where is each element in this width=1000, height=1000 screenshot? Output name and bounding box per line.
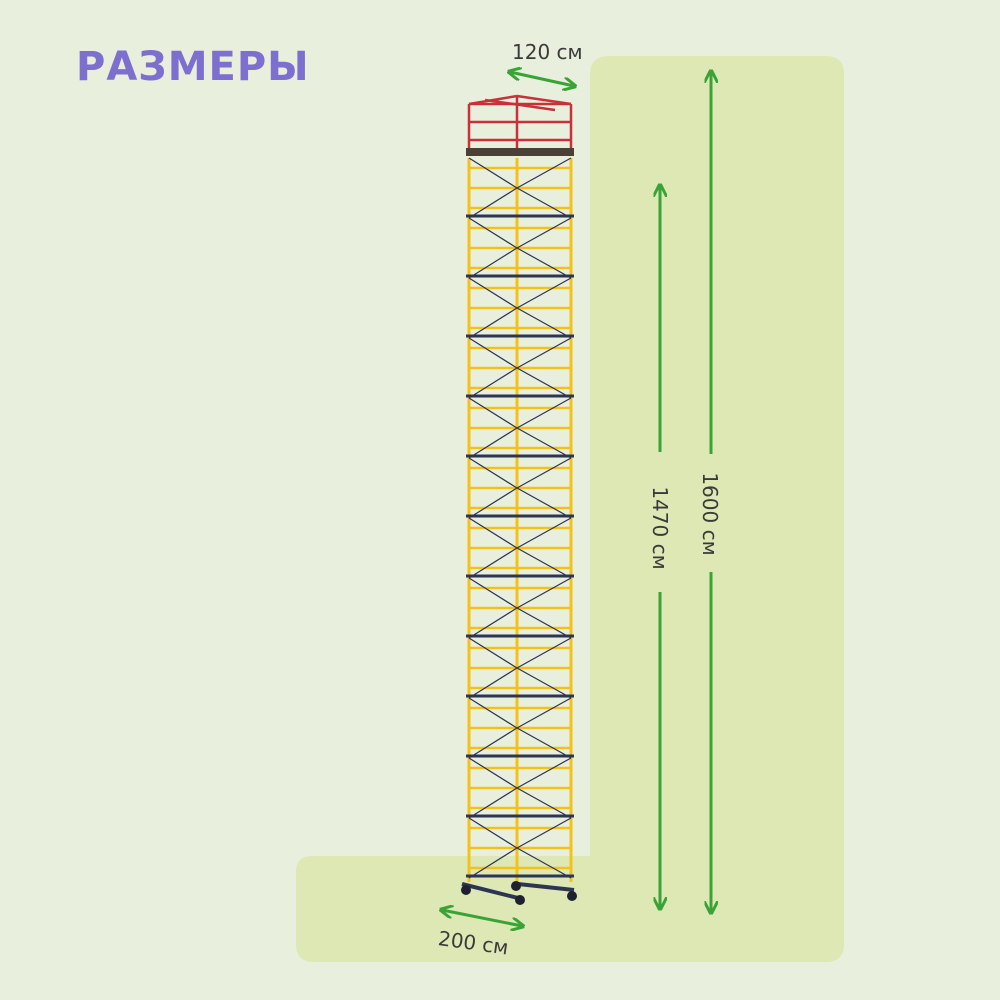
scaffold-brace [468,367,518,399]
scaffold-brace [516,727,572,759]
scaffold-brace [516,787,572,819]
scaffold-brace [468,217,518,249]
scaffold-brace [516,457,572,489]
scaffold-brace [516,667,572,699]
top-width-label: 120 см [512,40,583,64]
highlight-panel [296,56,844,962]
scaffold-brace [468,307,518,339]
scaffold-brace [468,757,518,789]
scaffold-brace [468,157,518,189]
scaffold-brace [468,187,518,219]
scaffold-brace [516,757,572,789]
scaffold-brace [468,277,518,309]
page-title: РАЗМЕРЫ [76,44,310,90]
scaffold-brace [468,547,518,579]
scaffold-brace [516,607,572,639]
scaffold-brace [516,637,572,669]
scaffold-brace [516,577,572,609]
platform-deck [466,148,574,156]
base-width-arrow [442,910,522,926]
scaffold-brace [468,487,518,519]
scaffold-brace [468,517,518,549]
base [461,881,577,905]
scaffold-brace [516,187,572,219]
scaffold-tower [461,94,577,905]
scaffold-brace [516,397,572,429]
scaffold-brace [516,817,572,849]
scaffold-brace [516,277,572,309]
scaffold-brace [516,697,572,729]
scaffold-brace [516,517,572,549]
scaffold-brace [468,697,518,729]
top-width-arrow [510,72,574,86]
scaffold-brace [468,727,518,759]
scaffold-brace [516,367,572,399]
scaffold-brace [468,637,518,669]
scaffold-brace [468,817,518,849]
scaffold-brace [516,217,572,249]
scaffold-brace [468,247,518,279]
scaffold-brace [516,247,572,279]
guard-rail [467,94,573,156]
scaffold-brace [516,547,572,579]
scaffold-brace [516,157,572,189]
scaffold-brace [516,337,572,369]
working-height-label: 1470 см [648,486,672,570]
scaffold-brace [516,487,572,519]
scaffold-brace [468,847,518,879]
scaffold-brace [468,337,518,369]
scaffold-brace [516,427,572,459]
scaffold-brace [516,847,572,879]
scaffold-brace [468,787,518,819]
total-height-label: 1600 см [698,472,722,556]
scaffold-brace [468,397,518,429]
scaffold-brace [468,427,518,459]
scaffold-brace [468,577,518,609]
scaffold-brace [468,667,518,699]
scaffold-brace [468,457,518,489]
scaffold-brace [468,607,518,639]
scaffold-brace [516,307,572,339]
